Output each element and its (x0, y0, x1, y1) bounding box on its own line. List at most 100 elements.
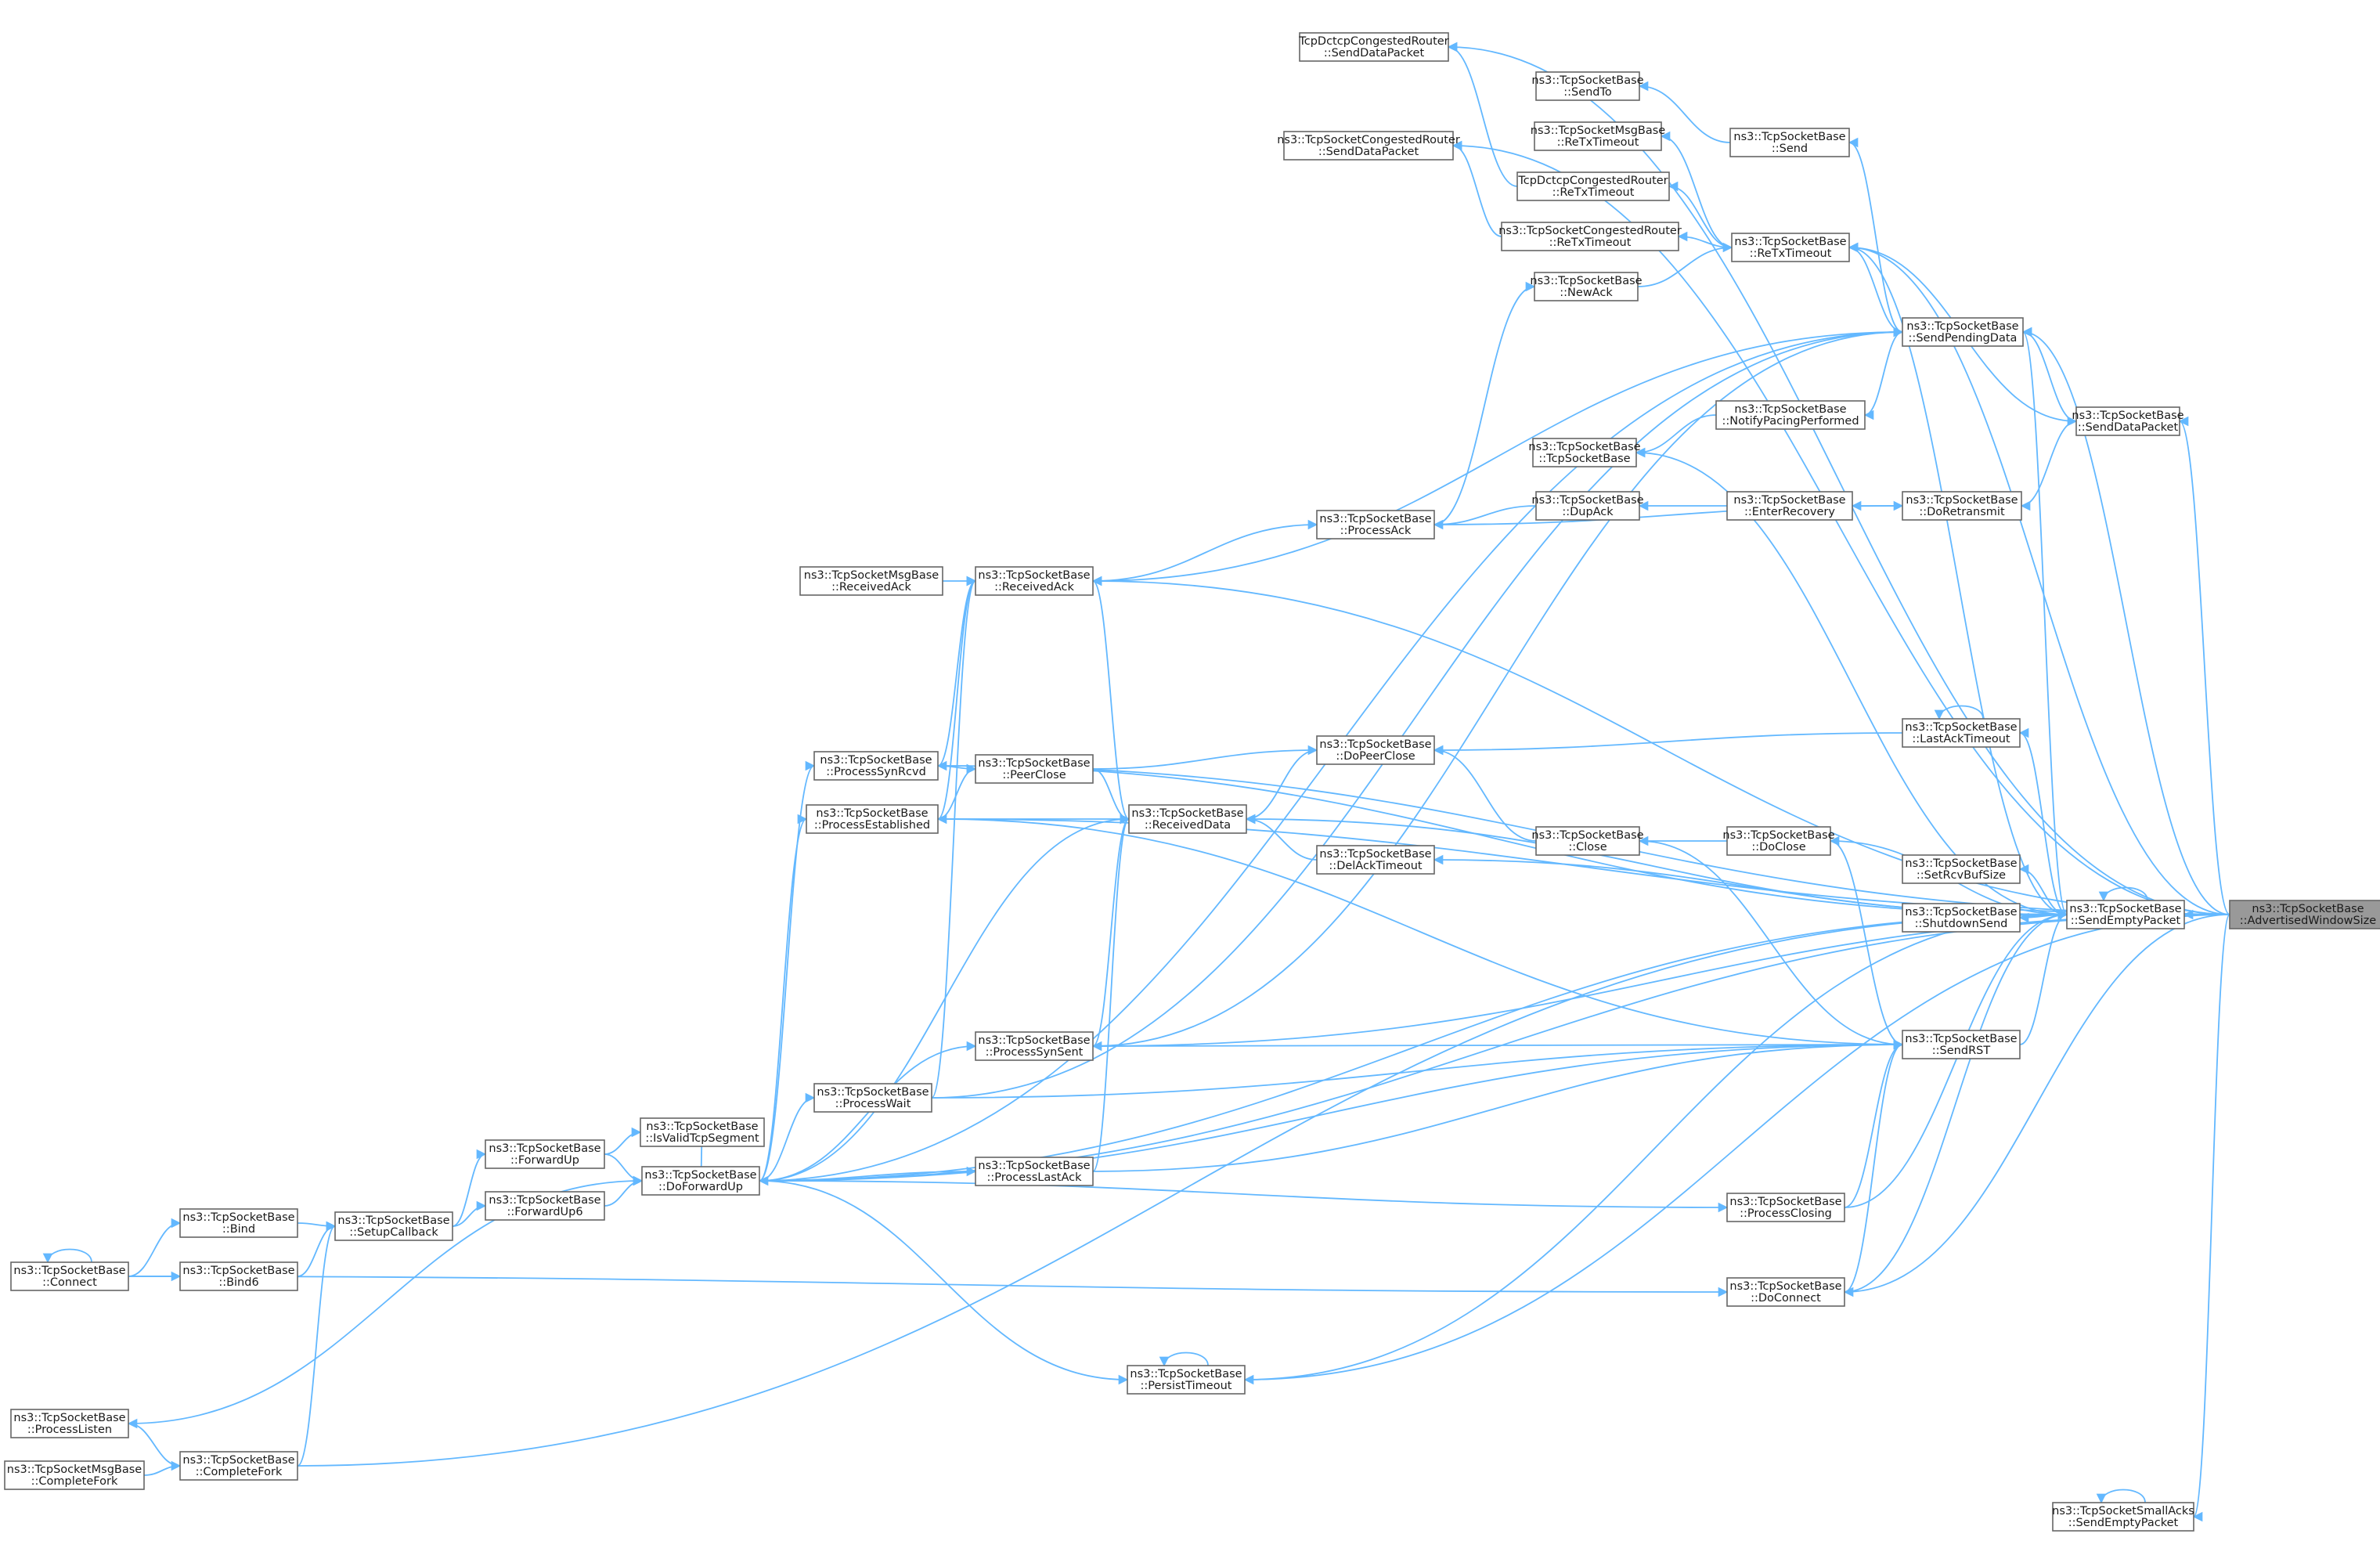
node-method-label: ::ProcessWait (835, 1098, 911, 1110)
node-doretx[interactable]: ns3::TcpSocketBase::DoRetransmit (1902, 491, 2022, 521)
node-box (1726, 1193, 1845, 1222)
node-recack[interactable]: ns3::TcpSocketBase::ReceivedAck (975, 566, 1094, 596)
node-sep[interactable]: ns3::TcpSocketBase::SendEmptyPacket (2066, 900, 2185, 929)
node-class-label: ns3::TcpSocketBase (1530, 275, 1642, 287)
node-wait[interactable]: ns3::TcpSocketBase::ProcessWait (813, 1083, 932, 1113)
edge-dofwdup-to-fwdup6 (604, 1175, 644, 1207)
node-msgfork[interactable]: ns3::TcpSocketMsgBase::CompleteFork (4, 1460, 145, 1490)
node-class-label: ns3::TcpSocketBase (978, 1160, 1090, 1172)
node-msgrecack[interactable]: ns3::TcpSocketMsgBase::ReceivedAck (799, 566, 943, 596)
node-method-label: ::DoClose (1751, 841, 1805, 854)
edge-sendrst-to-established (937, 818, 1904, 1050)
node-doclose[interactable]: ns3::TcpSocketBase::DoClose (1722, 826, 1835, 856)
node-box (1283, 131, 1454, 161)
edge-sendrst-to-wait (931, 1039, 1904, 1099)
node-sendrst[interactable]: ns3::TcpSocketBase::SendRST (1902, 1030, 2021, 1059)
node-method-label: ::EnterRecovery (1744, 506, 1835, 518)
node-class-label: ns3::TcpSocketSmallAcks (2052, 1505, 2194, 1518)
node-setupcb[interactable]: ns3::TcpSocketBase::SetupCallback (334, 1211, 453, 1241)
node-box (1534, 272, 1639, 301)
node-connect[interactable]: ns3::TcpSocketBase::Connect (10, 1261, 129, 1291)
node-method-label: ::ReTxTimeout (1552, 186, 1635, 199)
node-class-label: ns3::TcpSocketBase (1729, 1196, 1841, 1208)
node-box (2075, 406, 2180, 436)
node-shutdown[interactable]: ns3::TcpSocketBase::ShutdownSend (1902, 903, 2021, 933)
node-smallacks[interactable]: ns3::TcpSocketSmallAcks::SendEmptyPacket (2052, 1502, 2194, 1532)
node-peerclose[interactable]: ns3::TcpSocketBase::PeerClose (975, 754, 1094, 784)
node-msgretx[interactable]: ns3::TcpSocketMsgBase::ReTxTimeout (1531, 121, 1666, 151)
node-synsent[interactable]: ns3::TcpSocketBase::ProcessSynSent (975, 1031, 1094, 1061)
node-class-label: ns3::TcpSocketBase (820, 754, 932, 767)
node-synrcvd[interactable]: ns3::TcpSocketBase::ProcessSynRcvd (813, 751, 939, 781)
node-lastacktimeout[interactable]: ns3::TcpSocketBase::LastAckTimeout (1902, 718, 2021, 748)
node-dupack[interactable]: ns3::TcpSocketBase::DupAck (1531, 491, 1644, 521)
node-lastack[interactable]: ns3::TcpSocketBase::ProcessLastAck (975, 1157, 1094, 1186)
node-newack[interactable]: ns3::TcpSocketBase::NewAck (1530, 272, 1643, 301)
edge-sendrst-to-synsent (1092, 1039, 1904, 1050)
node-box (1532, 438, 1637, 467)
node-fwdup6[interactable]: ns3::TcpSocketBase::ForwardUp6 (485, 1191, 605, 1221)
node-dofwdup[interactable]: ns3::TcpSocketBase::DoForwardUp (641, 1166, 760, 1196)
node-fwdup[interactable]: ns3::TcpSocketBase::ForwardUp (485, 1139, 605, 1169)
node-box (975, 754, 1094, 784)
node-sendto[interactable]: ns3::TcpSocketBase::SendTo (1531, 71, 1644, 101)
node-send[interactable]: ns3::TcpSocketBase::Send (1729, 128, 1850, 157)
node-bind6[interactable]: ns3::TcpSocketBase::Bind6 (179, 1261, 298, 1291)
edge-recdata-to-synsent (1092, 814, 1130, 1047)
node-box (641, 1166, 760, 1196)
node-fork[interactable]: ns3::TcpSocketBase::CompleteFork (179, 1451, 298, 1481)
edge-recdata-to-recack (1092, 580, 1130, 825)
node-congretx[interactable]: ns3::TcpSocketCongestedRouter::ReTxTimeo… (1498, 222, 1682, 251)
node-procack[interactable]: ns3::TcpSocketBase::ProcessAck (1316, 510, 1435, 540)
node-congsdp[interactable]: ns3::TcpSocketCongestedRouter::SendDataP… (1277, 131, 1460, 161)
node-class-label: ns3::TcpSocketBase (2252, 903, 2364, 915)
edge-spd-to-aws (2021, 327, 2230, 915)
node-aws[interactable]: ns3::TcpSocketBase::AdvertisedWindowSize (2229, 900, 2380, 929)
node-dopeerclose[interactable]: ns3::TcpSocketBase::DoPeerClose (1316, 735, 1435, 765)
node-delack[interactable]: ns3::TcpSocketBase::DelAckTimeout (1316, 845, 1435, 875)
node-recdata[interactable]: ns3::TcpSocketBase::ReceivedData (1128, 804, 1247, 834)
node-box (1316, 845, 1435, 875)
node-retx[interactable]: ns3::TcpSocketBase::ReTxTimeout (1731, 233, 1850, 262)
edge-sendrst-to-lastack (1092, 1039, 1904, 1172)
node-class-label: ns3::TcpSocketMsgBase (804, 569, 939, 582)
edge-dctcpsdp-to-aws (1447, 42, 2230, 915)
edge-doretx-to-sdp (2020, 420, 2077, 511)
edge-recdata-to-delack (1245, 814, 1318, 861)
node-dctcpsdp[interactable]: TcpDctcpCongestedRouter::SendDataPacket (1298, 32, 1449, 62)
node-listen[interactable]: ns3::TcpSocketBase::ProcessListen (10, 1409, 129, 1438)
node-method-label: ::ShutdownSend (1915, 918, 2008, 930)
node-setrcvbuf[interactable]: ns3::TcpSocketBase::SetRcvBufSize (1902, 854, 2021, 884)
node-npp[interactable]: ns3::TcpSocketBase::NotifyPacingPerforme… (1715, 400, 1866, 430)
node-closing[interactable]: ns3::TcpSocketBase::ProcessClosing (1726, 1193, 1845, 1222)
edge-recack-to-spd (1091, 331, 1903, 586)
node-method-label: ::ProcessListen (27, 1424, 112, 1436)
node-method-label: ::ReTxTimeout (1557, 136, 1639, 149)
edge-dofwdup-to-fwdup (604, 1153, 644, 1186)
edge-wait-to-dofwdup (759, 1092, 816, 1182)
edge-setupcb-to-bind (297, 1221, 337, 1232)
node-dctcpretx[interactable]: TcpDctcpCongestedRouter::ReTxTimeout (1516, 171, 1670, 201)
edge-persist-to-aws (1243, 914, 2230, 1385)
node-class-label: ns3::TcpSocketBase (816, 807, 928, 820)
node-validseg[interactable]: ns3::TcpSocketBase::IsValidTcpSegment (640, 1117, 765, 1147)
edge-newack-to-procack (1433, 281, 1536, 525)
node-sdp[interactable]: ns3::TcpSocketBase::SendDataPacket (2072, 406, 2184, 436)
edge-sendto-to-send (1638, 81, 1731, 143)
node-persist[interactable]: ns3::TcpSocketBase::PersistTimeout (1127, 1365, 1246, 1395)
node-method-label: ::PeerClose (1002, 769, 1066, 781)
node-box (334, 1211, 453, 1241)
node-ctor[interactable]: ns3::TcpSocketBase::TcpSocketBase (1528, 438, 1641, 467)
node-doconnect[interactable]: ns3::TcpSocketBase::DoConnect (1726, 1277, 1845, 1307)
edge-recdata-to-dofwdup (759, 814, 1130, 1182)
edge-sep-to-persist (1244, 909, 2068, 1380)
node-established[interactable]: ns3::TcpSocketBase::ProcessEstablished (806, 804, 939, 834)
node-class-label: ns3::TcpSocketBase (1729, 1280, 1841, 1293)
node-enterrec[interactable]: ns3::TcpSocketBase::EnterRecovery (1726, 491, 1853, 521)
edge-sdp-to-aws (2178, 416, 2230, 915)
node-method-label: ::ReceivedData (1145, 819, 1231, 832)
node-bind[interactable]: ns3::TcpSocketBase::Bind (179, 1208, 298, 1238)
edge-msgretx-to-retx (1660, 131, 1733, 248)
node-spd[interactable]: ns3::TcpSocketBase::SendPendingData (1902, 317, 2024, 347)
node-close[interactable]: ns3::TcpSocketBase::Close (1531, 826, 1644, 856)
